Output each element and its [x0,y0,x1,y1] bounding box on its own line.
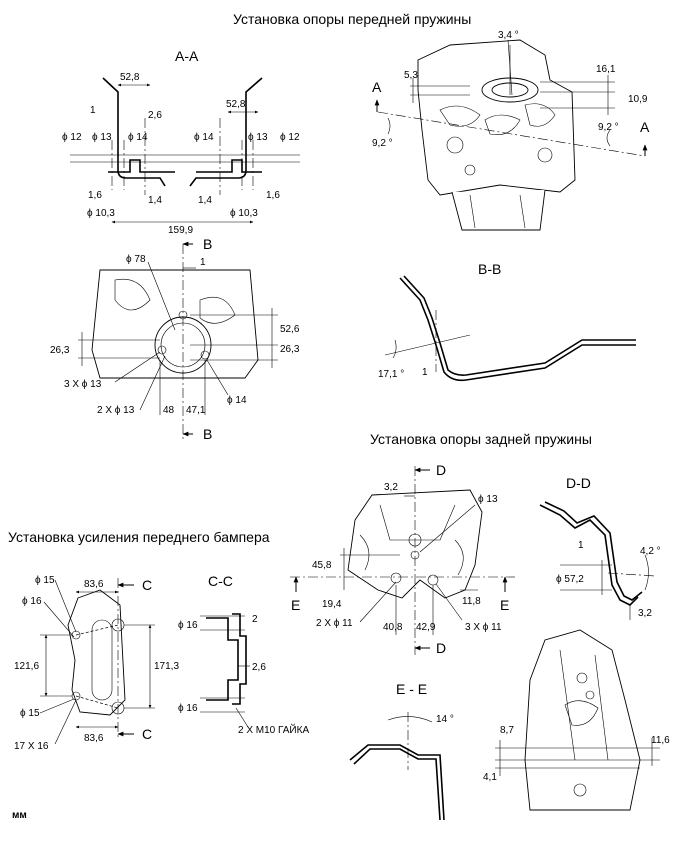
dim-rear-3-2: 3,2 [384,482,398,493]
dim-aa-1-4-left: 1,4 [148,195,162,206]
dim-plate-48: 48 [163,405,175,416]
dim-bb-angle: 17,1 ° [378,369,404,380]
title-rear-spring: Установка опоры задней пружины [370,431,592,447]
front-spring-support-plate-view: B B ϕ 78 1 52,6 26,3 26,3 3 X ϕ 13 2 X ϕ… [50,236,300,442]
dim-plate-dia78: ϕ 78 [126,254,146,265]
dim-bumper-83-6-bot: 83,6 [84,733,104,744]
dim-aa-52-8-right: 52,8 [226,99,246,110]
dim-bumper-17x16: 17 X 16 [14,741,49,752]
dim-aa-1: 1 [90,105,96,116]
dim-aa-1-6-right: 1,6 [266,190,280,201]
section-ee: E - E 14 ° [349,681,454,821]
dim-front-angle-right: 9,2 ° [598,122,619,133]
marker-c-top: C [142,577,152,593]
section-label-bb: B-B [478,261,501,277]
rear-spring-support-view: D D E E 3,2 ϕ 13 45,8 19,4 11,8 2 X ϕ 11… [290,462,515,656]
dim-dd-angle: 4,2 ° [640,546,661,557]
dim-front-angle-left: 9,2 ° [372,138,393,149]
aa-left-flange [108,159,175,173]
dim-rear-dia13: ϕ 13 [478,494,498,505]
dim-rear-bottom-4-1: 4,1 [483,772,497,783]
dim-plate-26-3-left: 26,3 [50,345,70,356]
aa-left-profile [102,77,166,187]
dim-cc-dia16-top: ϕ 16 [178,620,198,631]
marker-a-right: A [640,119,650,135]
front-spring-support-top-view: A A 3,4 ° 5,3 16,1 10,9 9,2 ° 9,2 ° [372,30,650,231]
section-label-ee: E - E [396,681,427,697]
dim-aa-159-9: 159,9 [168,225,193,236]
dim-front-5-3: 5,3 [404,70,418,81]
bumper-reinforcement-view: C C ϕ 15 ϕ 16 83,6 121,6 171,3 ϕ 15 17 X… [14,575,179,752]
section-cc: C-C ϕ 16 2 2,6 ϕ 16 2 X M10 ГАЙКА [178,573,309,736]
dim-plate-52-6: 52,6 [280,324,300,335]
aa-right-profile [189,77,263,187]
section-dd: D-D 4,2 ° 1 ϕ 57,2 3,2 [539,475,661,620]
title-front-spring-line1: Установка опоры передней пружины [233,11,471,27]
dim-aa-1-6-left: 1,6 [88,190,102,201]
dim-rear-2x11: 2 X ϕ 11 [316,618,353,629]
dim-rear-11-8: 11,8 [462,596,481,607]
dim-aa-1-4-right: 1,4 [198,195,212,206]
rear-spring-bottom-view: 8,7 11,6 4,1 [483,629,670,811]
unit-label: мм [12,810,27,821]
dim-plate-47-1: 47,1 [186,405,206,416]
dim-bb-1: 1 [422,367,428,378]
dim-front-16-1: 16,1 [596,64,616,75]
marker-d-top: D [436,462,446,478]
dim-bumper-dia15-top: ϕ 15 [35,575,55,586]
dim-plate-3x13: 3 X ϕ 13 [64,379,102,390]
dim-front-10-9: 10,9 [628,94,648,105]
dim-rear-3x11: 3 X ϕ 11 [465,622,502,633]
marker-d-bottom: D [436,640,446,656]
dim-ee-angle: 14 ° [436,714,454,725]
dim-bumper-dia16-top: ϕ 16 [22,596,42,607]
marker-a-left: A [372,79,382,95]
dim-rear-19-4: 19,4 [322,599,342,610]
marker-b-bottom: B [203,426,212,442]
dim-plate-dia14: ϕ 14 [227,395,247,406]
dim-bumper-dia15-bot: ϕ 15 [20,708,40,719]
dim-plate-2x13: 2 X ϕ 13 [97,405,135,416]
dim-aa-dia12-right: ϕ 12 [280,132,300,143]
dim-rear-bottom-11-6: 11,6 [651,735,670,746]
dim-bumper-121-6: 121,6 [14,661,39,672]
section-label-dd: D-D [566,475,591,491]
dim-bumper-171-3: 171,3 [154,661,179,672]
dim-aa-dia12-left: ϕ 12 [62,132,82,143]
dim-aa-dia10-3-right: ϕ 10,3 [230,208,258,219]
dim-rear-40-8: 40,8 [383,622,403,633]
dim-aa-dia13-right: ϕ 13 [248,132,268,143]
dim-aa-2-6: 2,6 [148,110,162,121]
dim-aa-dia14-left: ϕ 14 [128,132,148,143]
section-label-cc: C-C [208,573,233,589]
section-bb: B-B 17,1 ° 1 [378,261,636,382]
dim-dd-3-2: 3,2 [638,608,652,619]
dim-aa-dia13-left: ϕ 13 [92,132,112,143]
section-aa: A-A 52,8 52,8 1 2,6 ϕ 12 ϕ 13 ϕ 14 ϕ 14 … [62,48,300,236]
marker-c-bottom: C [142,726,152,742]
dim-rear-42-9: 42,9 [416,622,436,633]
dim-bumper-83-6-top: 83,6 [84,579,104,590]
dim-plate-1: 1 [200,257,206,268]
dim-aa-52-8-left: 52,8 [120,72,140,83]
dim-front-top-angle: 3,4 ° [498,30,519,41]
marker-e-right: E [500,597,509,613]
dim-cc-nut: 2 X M10 ГАЙКА [238,723,309,736]
marker-e-left: E [291,597,300,613]
dim-aa-dia10-3-left: ϕ 10,3 [87,208,115,219]
dim-cc-dia16-bot: ϕ 16 [178,703,198,714]
dim-cc-2: 2 [252,614,258,625]
section-label-aa: A-A [175,48,199,64]
dim-rear-45-8: 45,8 [312,560,332,571]
dim-plate-26-3-right: 26,3 [280,344,300,355]
marker-b-top: B [203,236,212,252]
dim-rear-bottom-8-7: 8,7 [500,725,514,736]
dim-dd-dia57-2: ϕ 57,2 [556,574,584,585]
dim-dd-1: 1 [578,540,584,551]
dim-aa-dia14-right: ϕ 14 [194,132,214,143]
title-front-bumper: Установка усиления переднего бампера [8,529,270,545]
dim-cc-2-6: 2,6 [252,662,266,673]
